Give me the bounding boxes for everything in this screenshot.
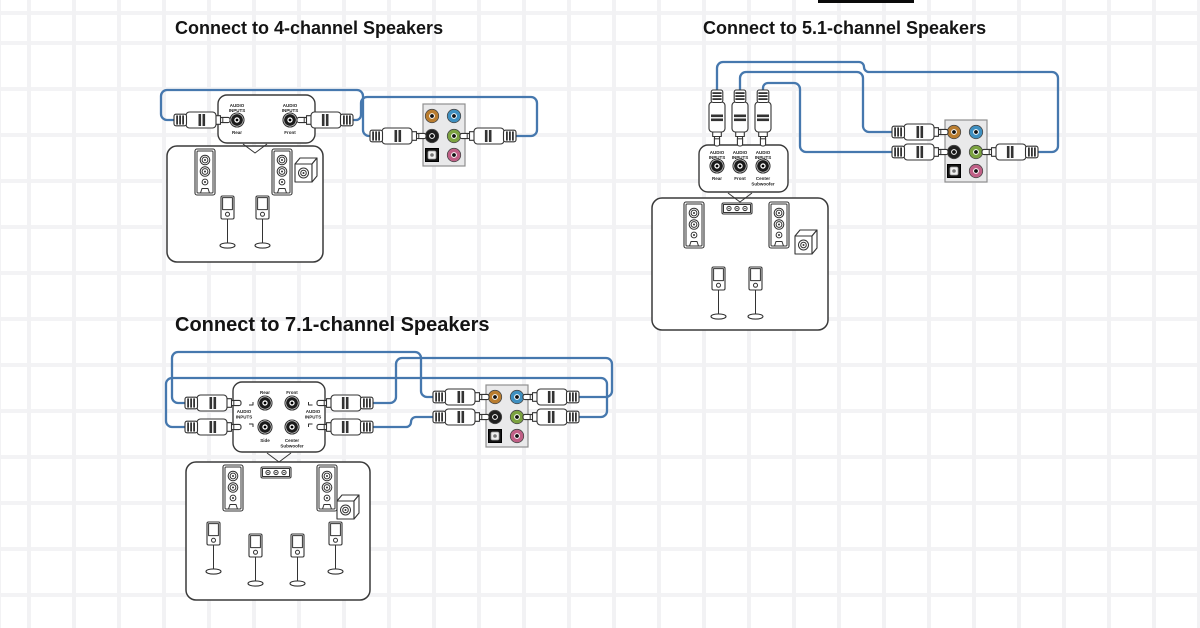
section-title-4-channel: Connect to 4-channel Speakers: [175, 18, 444, 38]
center-jack-label: Center: [756, 176, 771, 181]
audio-inputs-label: INPUTS: [709, 155, 726, 160]
audio-plug: [459, 127, 517, 145]
section-title-7-1-channel: Connect to 7.1-channel Speakers: [175, 314, 490, 336]
audio-cable: [351, 95, 539, 138]
tower-speaker-icon: [316, 464, 338, 512]
five-one-channel-diagram: AUDIO INPUTS AUDIO INPUTS AUDIO INPUTS R…: [651, 60, 1060, 331]
audio-inputs-label: AUDIO: [733, 150, 748, 155]
audio-inputs-label: AUDIO: [237, 409, 252, 414]
tower-speaker-icon: [194, 148, 216, 196]
center-jack-label: Center: [285, 438, 300, 443]
subwoofer-icon: [336, 494, 360, 520]
audio-plug: [522, 408, 580, 426]
audio-cable: [159, 88, 372, 138]
center-speaker-icon: [721, 202, 753, 215]
section-title-5-1-channel: Connect to 5.1-channel Speakers: [703, 18, 987, 38]
audio-inputs-label: INPUTS: [282, 108, 299, 113]
audio-plug: [891, 123, 949, 141]
side-jack-label: Side: [260, 438, 270, 443]
four-channel-diagram: AUDIO INPUTS AUDIO INPUTS Rear Front: [159, 88, 539, 263]
label-elbow-lines: [249, 402, 313, 427]
front-input-jack: [281, 111, 299, 129]
rear-input-jack: [708, 157, 726, 175]
audio-plug: [432, 408, 490, 426]
subwoofer-jack-label: Subwoofer: [751, 182, 774, 187]
audio-plug: [522, 388, 580, 406]
front-input-jack: [283, 394, 301, 412]
rear-audio-panel: [945, 120, 987, 182]
audio-inputs-label: INPUTS: [732, 155, 749, 160]
center-subwoofer-input-jack: [754, 157, 772, 175]
audio-inputs-label: INPUTS: [755, 155, 772, 160]
audio-cable: [738, 70, 894, 134]
audio-plug: [369, 127, 427, 145]
rear-input-jack: [228, 111, 246, 129]
front-jack-label: Front: [286, 390, 298, 395]
audio-plug: [981, 143, 1039, 161]
rear-jack-label: Rear: [712, 176, 722, 181]
audio-cable: [761, 81, 894, 154]
audio-inputs-label: AUDIO: [230, 103, 245, 108]
side-input-jack: [256, 418, 274, 436]
speaker-room-5-1ch: [651, 197, 829, 331]
audio-inputs-label: AUDIO: [306, 409, 321, 414]
audio-inputs-label: INPUTS: [305, 415, 322, 420]
audio-inputs-label: AUDIO: [283, 103, 298, 108]
audio-plug: [708, 89, 726, 147]
audio-inputs-label: INPUTS: [229, 108, 246, 113]
rear-audio-panel: [423, 104, 465, 166]
front-jack-label: Front: [734, 176, 746, 181]
audio-cable: [371, 356, 614, 405]
audio-plug: [891, 143, 949, 161]
top-edge-bar: [818, 0, 914, 3]
rear-input-jack: [256, 394, 274, 412]
audio-inputs-label: INPUTS: [236, 415, 253, 420]
audio-plug: [731, 89, 749, 147]
audio-cable: [164, 376, 609, 429]
audio-cable: [371, 415, 435, 429]
audio-cable: [715, 60, 1060, 154]
audio-inputs-label: AUDIO: [710, 150, 725, 155]
center-subwoofer-input-jack: [283, 418, 301, 436]
tower-speaker-icon: [683, 201, 705, 249]
audio-inputs-box-7-1ch: [232, 381, 326, 453]
seven-one-channel-diagram: Rear Front AUDIO INPUTS AUDIO INPUTS Sid…: [164, 350, 614, 601]
front-jack-label: Front: [284, 130, 296, 135]
pointer-brace: [727, 192, 753, 203]
subwoofer-icon: [794, 229, 818, 255]
audio-cable: [170, 350, 435, 405]
audio-plug: [432, 388, 490, 406]
rear-jack-label: Rear: [260, 390, 270, 395]
subwoofer-jack-label: Subwoofer: [280, 444, 303, 449]
center-speaker-icon: [260, 466, 292, 479]
audio-inputs-label: AUDIO: [756, 150, 771, 155]
pointer-brace: [266, 452, 292, 463]
front-input-jack: [731, 157, 749, 175]
audio-plug: [754, 89, 772, 147]
tower-speaker-icon: [768, 201, 790, 249]
subwoofer-icon: [294, 157, 318, 183]
rear-jack-label: Rear: [232, 130, 242, 135]
rear-audio-panel: [486, 385, 528, 447]
pointer-brace: [242, 143, 268, 154]
tower-speaker-icon: [271, 148, 293, 196]
tower-speaker-icon: [222, 464, 244, 512]
